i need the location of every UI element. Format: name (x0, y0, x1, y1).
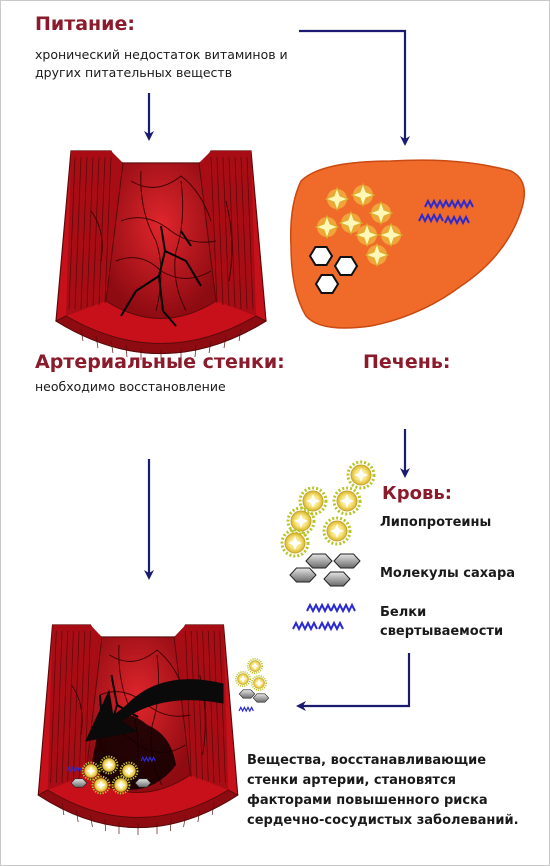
legend-lipoproteins: Липопротеины (380, 515, 492, 530)
conclusion-line1: Вещества, восстанавливающие (247, 753, 487, 768)
legend-clotting-proteins-line2: свертываемости (380, 624, 504, 639)
conclusion-line4: сердечно-сосудистых заболеваний. (247, 813, 519, 828)
nutrition-text-line2: других питательных веществ (35, 65, 233, 80)
conclusion-line3: факторами повышенного риска (247, 793, 488, 808)
arrow-blood-to-artery (296, 653, 411, 711)
arterial-walls-title: Артериальные стенки: (35, 351, 285, 373)
connector-arrows (144, 29, 411, 711)
liver-illustration (289, 159, 526, 329)
legend-clotting-proteins-line1: Белки (380, 605, 427, 620)
small-particle-cluster (235, 658, 270, 712)
arterial-walls-text: необходимо восстановление (35, 379, 226, 394)
curved-black-arrow (85, 679, 224, 742)
nutrition-title: Питание: (35, 13, 135, 35)
artery-damaged-illustration (55, 150, 267, 362)
artery-plaque-illustration (37, 624, 239, 836)
nutrition-text-line1: хронический недостаток витаминов и (35, 47, 288, 62)
legend-sugar-molecules: Молекулы сахара (380, 566, 516, 581)
conclusion-line2: стенки артерии, становятся (247, 773, 457, 788)
liver-title: Печень: (363, 351, 451, 373)
arrow-nutrition-to-liver (299, 29, 410, 146)
blood-title: Кровь: (382, 483, 452, 504)
blood-particles (280, 460, 376, 630)
